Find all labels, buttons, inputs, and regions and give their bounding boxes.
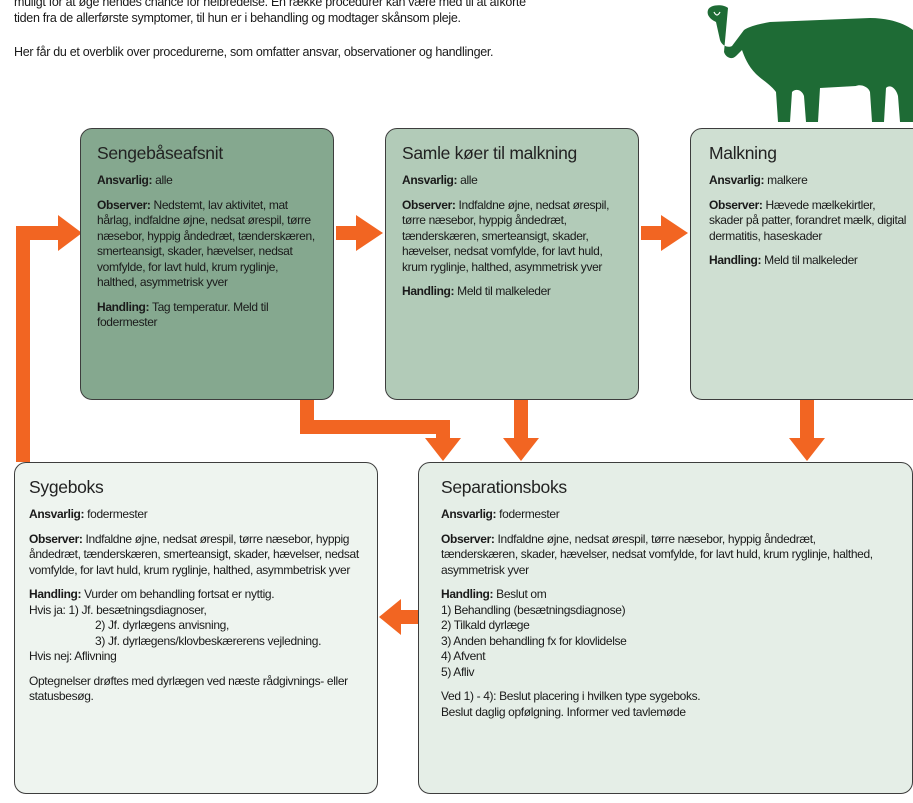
intro-line-2: tiden fra de allerførste symptomer, til … <box>14 11 461 25</box>
arrow-head-2-3 <box>661 215 688 251</box>
handling-value: Beslut om <box>493 587 547 601</box>
box-title: Sygeboks <box>29 477 104 497</box>
observer-value: Indfaldne øjne, nedsat ørespil, tørre næ… <box>402 197 610 274</box>
handling-value: Meld til malkeleder <box>454 284 551 298</box>
box-title: Separationsboks <box>441 477 567 497</box>
note-text: Optegnelser drøftes med dyrlægen ved næs… <box>29 673 348 704</box>
arrow-shaft-3-5 <box>800 400 814 440</box>
handling-value: Tag temperatur. Meld til fodermester <box>97 299 269 330</box>
option-item: 1) Behandling (besætningsdiagnose) <box>441 602 626 617</box>
observer-row: Observer: Indfaldne øjne, nedsat ørespil… <box>441 532 890 579</box>
handling-label: Handling: <box>709 253 762 267</box>
handling-row: Handling: Meld til malkeleder <box>709 253 911 269</box>
option-item: 4) Afvent <box>441 649 486 663</box>
ansvar-label: Ansvarlig: <box>441 507 497 521</box>
ansvar-row: Ansvarlig: alle <box>402 173 622 189</box>
box-title: Malkning <box>709 143 777 163</box>
intro-line-1: muligt for at øge hendes chance for helb… <box>14 0 526 9</box>
arrow-head-1-2 <box>356 215 383 251</box>
handling-row: Handling: Meld til malkeleder <box>402 284 622 300</box>
arrow-head-2-5 <box>503 438 539 461</box>
handling-row: Handling: Tag temperatur. Meld til foder… <box>97 300 317 331</box>
box-malkning: Malkning Ansvarlig: malkere Observer: Hæ… <box>690 128 913 400</box>
intro-line-3: Her får du et overblik over procedurerne… <box>14 45 494 59</box>
ansvar-label: Ansvarlig: <box>29 507 85 521</box>
footer-line-2: Beslut daglig opfølgning. Informer ved t… <box>441 704 686 719</box>
observer-label: Observer: <box>709 197 763 212</box>
hvis-ja-row: Hvis ja: 1) Jf. besætningsdiagnoser, <box>29 603 363 619</box>
arrow-shaft-1-5c <box>436 420 450 440</box>
box-separationsboks: Separationsboks Ansvarlig: fodermester O… <box>418 462 913 794</box>
ansvar-value: fodermester <box>496 507 560 521</box>
observer-row: Observer: Hævede mælkekirtler, skader på… <box>709 198 911 245</box>
observer-label: Observer: <box>97 197 151 212</box>
option-item: 2) Tilkald dyrlæge <box>441 618 530 632</box>
box-title: Sengebåseafsnit <box>97 143 223 163</box>
observer-label: Observer: <box>402 197 456 212</box>
observer-value: Hævede mælkekirtler, skader på patter, f… <box>709 197 907 243</box>
ansvar-value: alle <box>152 173 173 187</box>
observer-label: Observer: <box>441 531 495 546</box>
handling-value: Vurder om behandling fortsat er nyttig. <box>81 587 275 601</box>
handling-label: Handling: <box>402 284 455 298</box>
handling-label: Handling: <box>29 587 82 601</box>
arrow-head-3-5 <box>789 438 825 461</box>
arrow-shaft-5-4 <box>398 610 420 624</box>
ansvar-value: malkere <box>764 173 808 187</box>
ansvar-value: fodermester <box>84 507 148 521</box>
handling-label: Handling: <box>97 299 150 314</box>
arrow-into-sengebaase <box>58 215 82 251</box>
box-sygeboks: Sygeboks Ansvarlig: fodermester Observer… <box>14 462 378 794</box>
arrow-shaft-1-2 <box>336 226 358 240</box>
intro-text: muligt for at øge hendes chance for helb… <box>14 0 654 26</box>
footer-line-1: Ved 1) - 4): Beslut placering i hvilken … <box>441 689 701 703</box>
ansvar-row: Ansvarlig: fodermester <box>29 507 363 523</box>
arrow-shaft-1-5b <box>300 420 450 434</box>
observer-value: Indfaldne øjne, nedsat ørespil, tørre næ… <box>441 531 873 577</box>
feedback-line-horizontal <box>16 226 62 240</box>
observer-row: Observer: Nedstemt, lav aktivitet, mat h… <box>97 198 317 291</box>
box-samle-koer: Samle køer til malkning Ansvarlig: alle … <box>385 128 639 400</box>
observer-label: Observer: <box>29 531 83 546</box>
hvis-nej-value: Aflivning <box>71 649 117 663</box>
handling-value: Meld til malkeleder <box>761 253 858 267</box>
feedback-line-vertical <box>16 226 30 462</box>
arrow-shaft-2-3 <box>641 226 663 240</box>
handling-block: Handling: Beslut om 1) Behandling (besæt… <box>441 587 890 680</box>
observer-value: Nedstemt, lav aktivitet, mat hårlag, ind… <box>97 197 315 290</box>
arrow-shaft-2-5 <box>514 400 528 440</box>
hvis-ja-label: Hvis ja: <box>29 602 66 617</box>
ansvar-label: Ansvarlig: <box>402 173 458 187</box>
arrow-head-5-4 <box>379 599 401 635</box>
arrow-head-1-5 <box>425 438 461 461</box>
hvis-ja-item: 1) Jf. besætningsdiagnoser, <box>68 602 207 617</box>
handling-row: Handling: Beslut om <box>441 587 890 603</box>
option-item: 3) Anden behandling fx for klovlidelse <box>441 633 627 648</box>
ansvar-value: alle <box>457 173 478 187</box>
handling-row: Handling: Vurder om behandling fortsat e… <box>29 587 363 603</box>
ansvar-label: Ansvarlig: <box>709 173 765 187</box>
handling-label: Handling: <box>441 587 494 601</box>
observer-row: Observer: Indfaldne øjne, nedsat ørespil… <box>402 198 622 276</box>
hvis-nej-row: Hvis nej: Aflivning <box>29 649 363 665</box>
ansvar-row: Ansvarlig: malkere <box>709 173 911 189</box>
box-title: Samle køer til malkning <box>402 143 577 163</box>
ansvar-row: Ansvarlig: fodermester <box>441 507 890 523</box>
observer-row: Observer: Indfaldne øjne, nedsat ørespil… <box>29 532 363 579</box>
arrow-shaft-1-5a <box>300 400 314 426</box>
ansvar-label: Ansvarlig: <box>97 173 153 187</box>
hvis-ja-item: 3) Jf. dyrlægens/klovbeskærerens vejledn… <box>95 633 322 648</box>
box-sengebaase: Sengebåseafsnit Ansvarlig: alle Observer… <box>80 128 334 400</box>
observer-value: Indfaldne øjne, nedsat ørespil, tørre næ… <box>29 531 359 577</box>
hvis-nej-label: Hvis nej: <box>29 649 72 663</box>
ansvar-row: Ansvarlig: alle <box>97 173 317 189</box>
cow-illustration <box>707 5 913 122</box>
hvis-ja-item: 2) Jf. dyrlægens anvisning, <box>95 618 229 632</box>
option-item: 5) Afliv <box>441 664 475 679</box>
handling-block: Handling: Vurder om behandling fortsat e… <box>29 587 363 665</box>
